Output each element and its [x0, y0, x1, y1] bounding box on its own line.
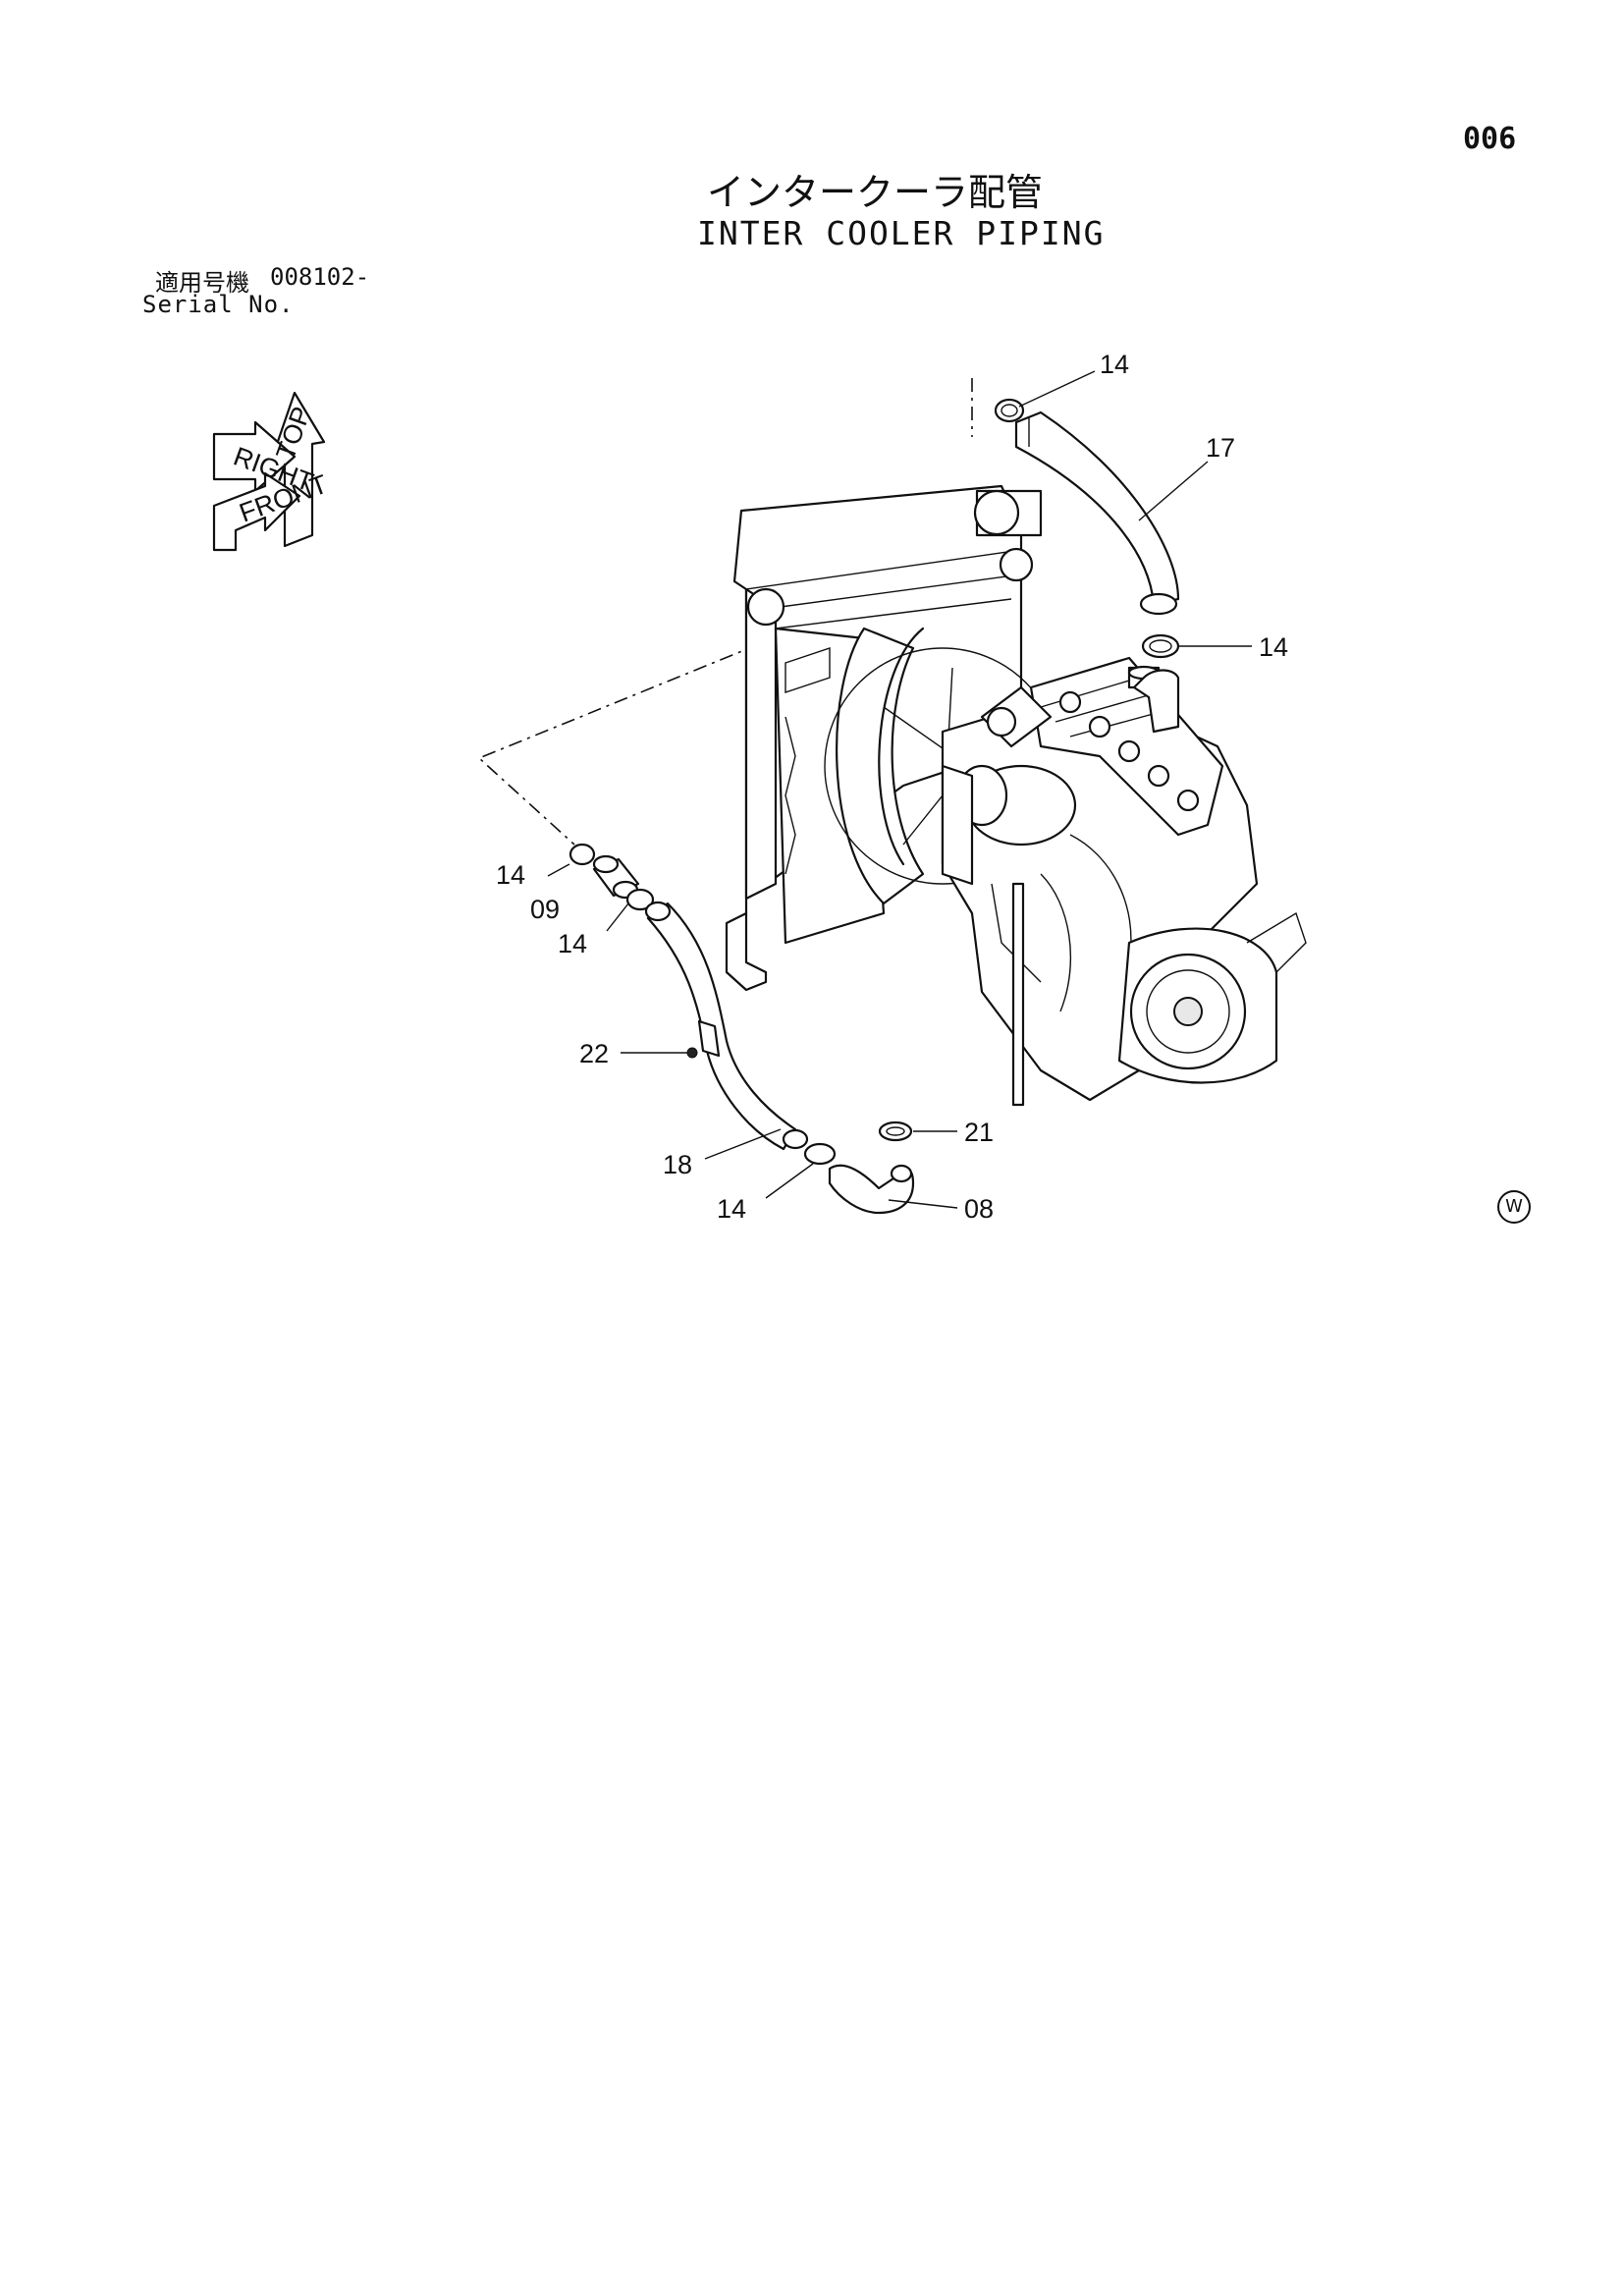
- clamp-14-left-b: [625, 888, 655, 911]
- callout-18: 18: [663, 1150, 692, 1179]
- leader-lines: [547, 370, 1252, 1209]
- serial-label-japanese: 適用号機: [155, 269, 249, 297]
- page-number: 006: [1463, 122, 1517, 156]
- callout-14-bottom: 14: [717, 1194, 746, 1224]
- bracket-22: [686, 1019, 721, 1059]
- engine-block: [941, 656, 1307, 1107]
- callout-14-right: 14: [1259, 632, 1288, 662]
- assembly-reference-line: [477, 378, 973, 846]
- serial-label-english: Serial No.: [142, 291, 295, 318]
- callout-14-left-a: 14: [496, 860, 525, 890]
- callout-17: 17: [1206, 433, 1235, 463]
- callout-21: 21: [964, 1118, 994, 1147]
- callout-09: 09: [530, 895, 560, 924]
- clamp-21: [878, 1121, 913, 1142]
- callout-14-top: 14: [1100, 350, 1129, 379]
- orientation-indicator-icon: TOP RIGHT FRONT: [212, 391, 331, 552]
- intake-elbow: [1132, 669, 1180, 734]
- sleeve-09: [592, 854, 640, 900]
- hose-17: [1014, 410, 1180, 616]
- callout-08: 08: [964, 1194, 994, 1224]
- clamp-14-left-a: [568, 843, 596, 866]
- clamp-14-upper: [994, 398, 1025, 423]
- serial-number-value: 008102-: [270, 263, 370, 291]
- callout-22: 22: [579, 1039, 609, 1068]
- clamp-14-lower: [803, 1142, 837, 1166]
- hose-18: [644, 901, 809, 1151]
- callout-14-left-b: 14: [558, 929, 587, 958]
- title-japanese: インタークーラ配管: [707, 171, 1044, 214]
- radiator-intercooler-assembly: [725, 484, 1061, 992]
- elbow-08: [828, 1164, 915, 1215]
- clamp-14-mid: [1141, 633, 1180, 659]
- w-mark-icon: W: [1497, 1190, 1531, 1224]
- title-english: INTER COOLER PIPING: [697, 214, 1106, 252]
